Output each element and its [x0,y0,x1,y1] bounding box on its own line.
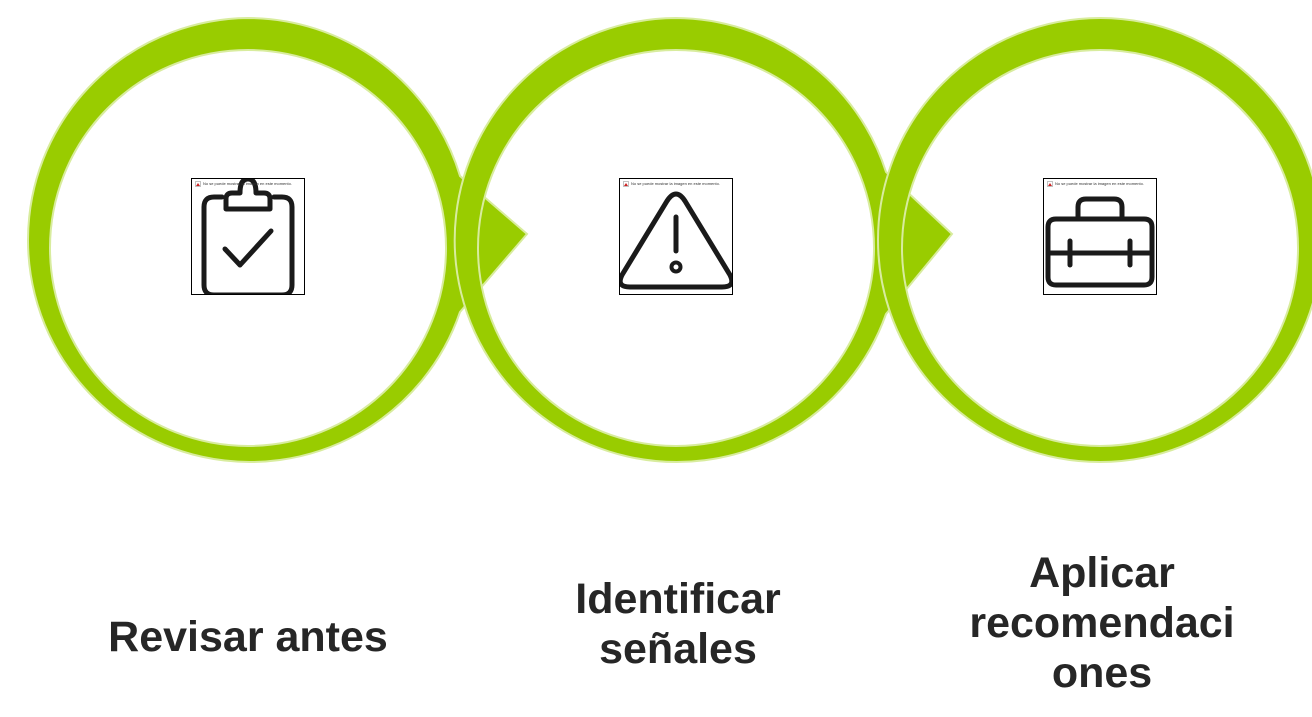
step-ring-1 [27,16,529,463]
step-icon-frame-1: No se puede mostrar la imagen en este mo… [191,178,305,295]
step-label-3: Aplicar recomendaci ones [969,549,1235,697]
broken-image-note-3: No se puede mostrar la imagen en este mo… [1047,181,1144,187]
broken-image-note-1: No se puede mostrar la imagen en este mo… [195,181,292,187]
clipboard-check-icon [201,179,295,294]
briefcase-icon [1045,196,1155,288]
step-label-2: Identificar señales [575,575,781,673]
process-rings [27,16,1312,464]
step-label-1: Revisar antes [108,613,388,661]
broken-image-icon [1047,181,1053,187]
broken-image-icon [623,181,629,187]
broken-image-note-2: No se puede mostrar la imagen en este mo… [623,181,720,187]
step-icon-frame-2: No se puede mostrar la imagen en este mo… [619,178,733,295]
warning-triangle-icon [620,191,732,290]
step-ring-3 [877,16,1312,464]
step-ring-2 [453,16,954,463]
broken-image-icon [195,181,201,187]
step-icon-frame-3: No se puede mostrar la imagen en este mo… [1043,178,1157,295]
